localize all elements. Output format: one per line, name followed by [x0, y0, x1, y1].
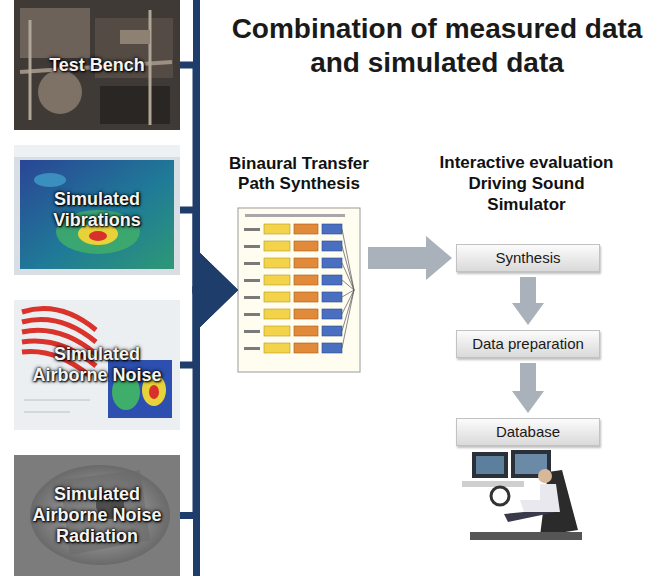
- driver-legs: [504, 512, 556, 522]
- block-arrow: [368, 247, 426, 269]
- thumbnail-heading: [245, 214, 345, 217]
- test-bench-photo: [14, 0, 180, 130]
- thumbnail-row: [244, 224, 342, 234]
- thumbnail-lines: [342, 229, 354, 348]
- steering-wheel: [491, 487, 509, 505]
- process-box: Synthesis: [456, 244, 600, 272]
- block-arrow: [520, 277, 536, 303]
- connectors: [180, 65, 528, 516]
- transfer-path-thumbnail: [238, 208, 360, 372]
- thumbnail-row: [244, 241, 342, 251]
- thumbnail-row: [244, 343, 342, 353]
- airborne-noise-plot: [14, 300, 180, 430]
- desk: [462, 481, 524, 487]
- vibration-screenshot: [14, 145, 180, 275]
- monitor-screen: [476, 456, 504, 474]
- section-heading: Interactive evaluation Driving Sound Sim…: [434, 152, 619, 215]
- image-tile: Test Bench: [14, 0, 180, 130]
- noise-field: [149, 385, 159, 399]
- plot-line: [24, 400, 90, 412]
- box-label: Database: [496, 423, 560, 441]
- image-tile: Simulated Airborne Noise: [14, 300, 180, 430]
- process-box: Data preparation: [456, 330, 600, 358]
- bracket-arrow: [180, 290, 200, 516]
- plot-ground: [14, 300, 180, 430]
- tile-caption: Test Bench: [49, 55, 145, 76]
- plot-ground: [14, 455, 180, 576]
- noise-radiation-plot: [14, 455, 180, 576]
- image-tile: Simulated Vibrations: [14, 145, 180, 275]
- heat-zone: [34, 173, 66, 187]
- block-arrow: [520, 363, 536, 391]
- box-label: Data preparation: [472, 335, 584, 353]
- window-toolbar: [14, 145, 180, 157]
- bracket-arrow: [180, 210, 200, 290]
- machine-part: [38, 70, 82, 114]
- thumbnail-row: [244, 275, 342, 285]
- pipe: [30, 10, 150, 125]
- machine-part: [120, 30, 150, 44]
- driver-body: [520, 484, 560, 512]
- heat-spot: [89, 231, 107, 241]
- simulator-base: [470, 532, 582, 540]
- machine-part: [100, 86, 170, 124]
- thumbnail-frame: [238, 208, 360, 372]
- driver-head: [538, 469, 552, 483]
- thumbnail-row: [244, 309, 342, 319]
- heatmap: [20, 160, 174, 269]
- box-label: Synthesis: [495, 249, 560, 267]
- process-box: Database: [456, 418, 600, 446]
- diagram-thumbnail: Binaural Transfer Path Synthesis: [238, 208, 360, 372]
- diagram-title: Combination of measured data and simulat…: [222, 12, 652, 80]
- driving-simulator-photo: [462, 450, 582, 540]
- bracket-arrow: [180, 65, 200, 290]
- thumbnail-row: [244, 292, 342, 302]
- tile-caption: Simulated Airborne Noise: [22, 344, 172, 386]
- thumbnail-heading: Binaural Transfer Path Synthesis: [214, 154, 384, 194]
- window-frame: [14, 145, 180, 275]
- image-tile: Simulated Airborne Noise Radiation: [14, 455, 180, 576]
- photo-ground: [14, 0, 180, 130]
- tile-caption: Simulated Airborne Noise Radiation: [22, 484, 172, 547]
- tile-caption: Simulated Vibrations: [22, 189, 172, 231]
- monitor: [472, 452, 508, 478]
- thumbnail-row: [244, 258, 342, 268]
- thumbnail-row: [244, 326, 342, 336]
